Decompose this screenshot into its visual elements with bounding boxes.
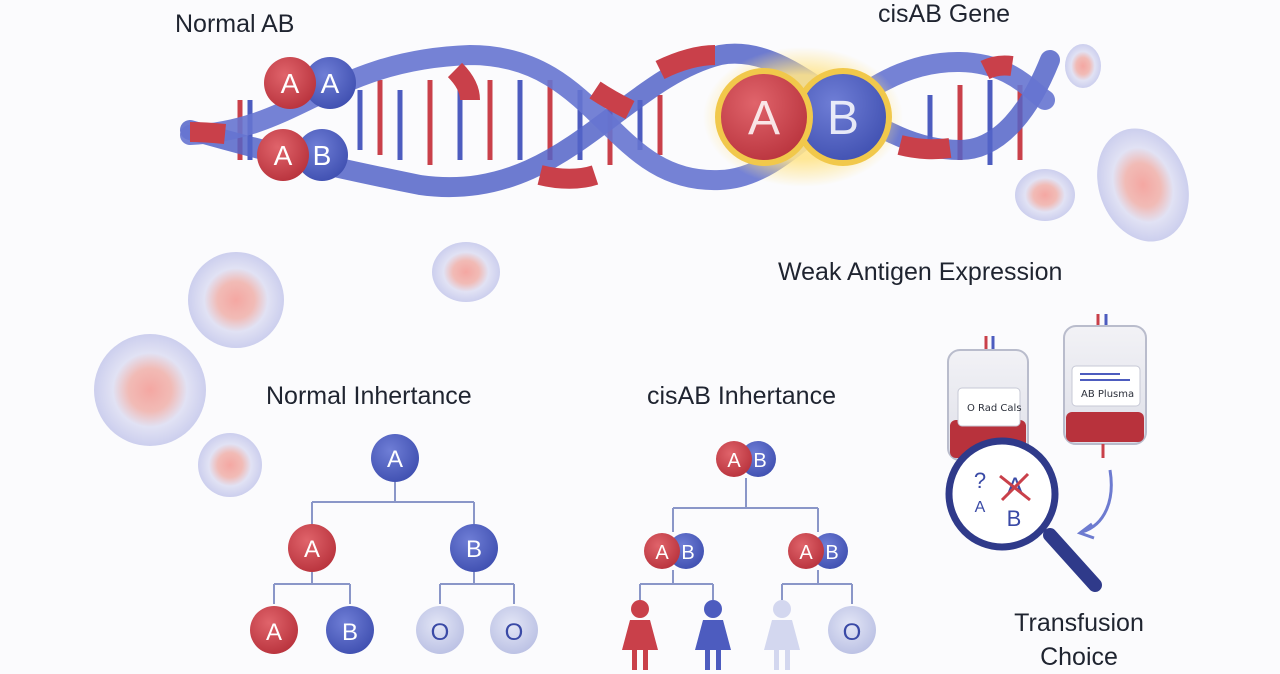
blood-cell-icon — [1015, 169, 1075, 221]
blood-cell-icon — [94, 334, 206, 446]
node-letter: A — [304, 536, 320, 563]
blood-cells — [94, 44, 1189, 497]
arrowhead-icon — [1076, 522, 1095, 540]
magnifier-letter: A — [975, 499, 986, 516]
allele-circle-a-red — [264, 57, 316, 109]
tree-node — [416, 606, 464, 654]
allele-letter: A — [321, 68, 340, 99]
bag-label-right: AB Plusma — [1081, 389, 1135, 400]
allele-circle-b — [296, 129, 348, 181]
allele-circle-a-blue — [304, 57, 356, 109]
transfusion-choice-label: Transfusion Choice — [1004, 606, 1154, 674]
female-person-icon — [695, 600, 731, 670]
normal-ab-label: Normal AB — [175, 10, 295, 38]
allele-letter: B — [827, 92, 859, 145]
blood-bag-right — [1063, 314, 1147, 458]
normal-inheritance-label: Normal Inhertance — [266, 382, 472, 410]
weak-antigen-label: Weak Antigen Expression — [778, 258, 1063, 286]
female-person-icon — [764, 600, 800, 670]
normal-inheritance-tree: A A B A B O O — [250, 434, 538, 654]
tree-node — [250, 606, 298, 654]
allele-letter: A — [274, 140, 293, 171]
node-letter: O — [505, 619, 524, 646]
blood-cell-icon — [198, 433, 262, 497]
tree-node — [326, 606, 374, 654]
allele-letter: A — [281, 68, 300, 99]
cisab-gene-pair: A B — [703, 47, 903, 187]
female-person-icon — [622, 600, 658, 670]
tree-node-a — [644, 533, 680, 569]
tree-lines — [639, 478, 853, 604]
node-letter: A — [727, 450, 741, 472]
cisab-inheritance-label: cisAB Inhertance — [647, 382, 836, 410]
blood-cell-icon — [1065, 44, 1101, 88]
transfusion-line-1: Transfusion — [1014, 609, 1144, 637]
magnifying-glass-icon: ? A A B — [945, 437, 1102, 592]
normal-ab-bottom-pair: A B — [257, 129, 348, 181]
node-letter: B — [466, 536, 482, 563]
node-letter: O — [431, 619, 450, 646]
node-letter: O — [843, 619, 862, 646]
blood-cell-icon — [1097, 128, 1189, 242]
tree-node — [288, 524, 336, 572]
blood-bag-left — [947, 336, 1029, 474]
allele-letter: B — [313, 140, 332, 171]
node-letter: B — [342, 619, 358, 646]
node-letter: A — [266, 619, 282, 646]
tree-node — [490, 606, 538, 654]
arrow-icon — [1081, 469, 1113, 534]
cross-icon — [999, 472, 1031, 502]
tree-node-root — [371, 434, 419, 482]
normal-ab-top-pair: A A — [264, 57, 356, 109]
tree-node-a — [788, 533, 824, 569]
node-letter: B — [681, 542, 694, 564]
allele-circle-a — [257, 129, 309, 181]
question-mark: ? — [974, 468, 986, 493]
transfusion-line-2: Choice — [1040, 643, 1118, 671]
allele-letter: A — [748, 92, 780, 145]
dna-red-segments — [189, 45, 1014, 189]
bag-label-left: O Rad Cals — [967, 403, 1022, 414]
allele-circle-a — [715, 68, 813, 166]
node-letter: A — [655, 542, 669, 564]
node-letter: B — [825, 542, 838, 564]
blood-cell-icon — [188, 252, 284, 348]
cisab-inheritance-tree: A B A B A B O — [622, 441, 876, 670]
tree-node — [450, 524, 498, 572]
blood-cell-icon — [432, 242, 500, 302]
node-letter: B — [753, 450, 766, 472]
magnifier-letter: B — [1007, 506, 1022, 531]
tree-node — [828, 606, 876, 654]
node-letter: A — [799, 542, 813, 564]
tree-lines — [273, 482, 515, 604]
tree-node-a — [716, 441, 752, 477]
cisab-gene-label: cisAB Gene — [878, 0, 1011, 28]
node-letter: A — [387, 446, 403, 473]
